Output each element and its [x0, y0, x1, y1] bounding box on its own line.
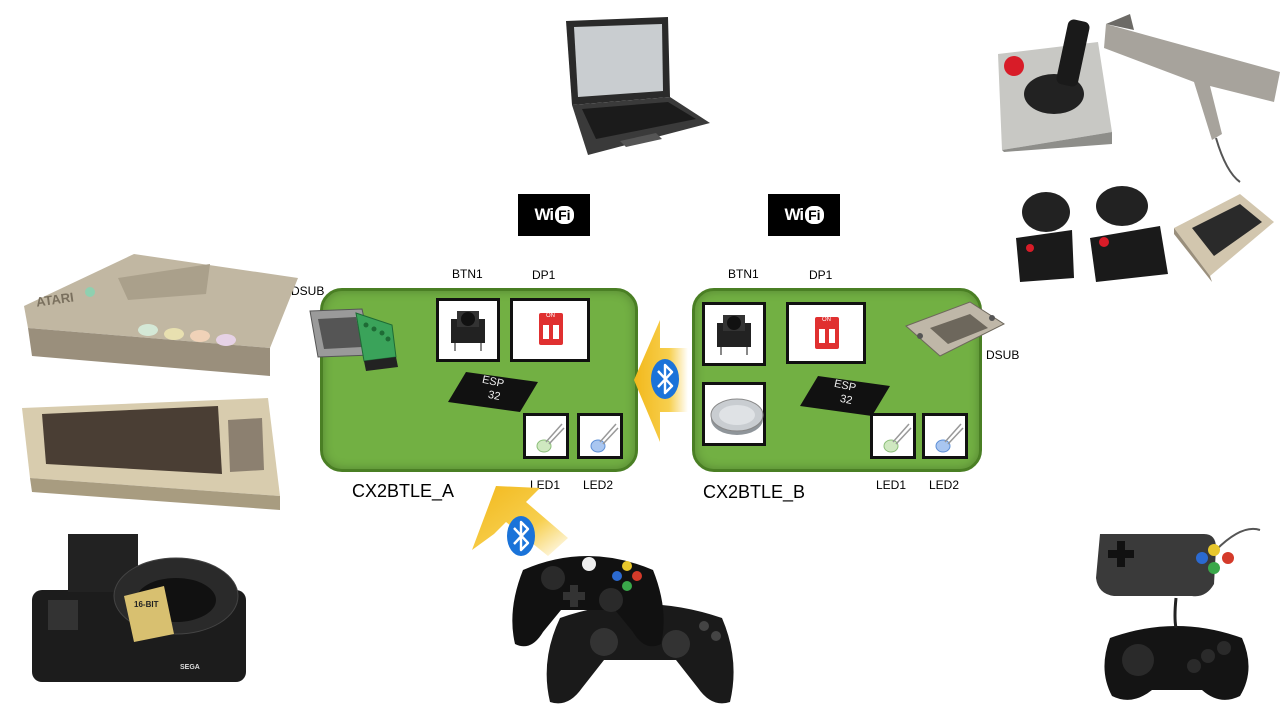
esp32-chip-b [800, 376, 890, 416]
dsub-connector-a [309, 308, 398, 371]
xbox-controller-image [512, 556, 664, 647]
btn1-label-b: BTN1 [728, 267, 759, 281]
genesis-sega-text: SEGA [180, 664, 200, 671]
atari-light-gun-image [1104, 14, 1280, 183]
led2-label-b: LED2 [929, 478, 960, 492]
chip-label-line2-b: 32 [838, 392, 854, 408]
dsub-label-b: DSUB [986, 348, 1020, 362]
led1-module-b [870, 413, 916, 459]
dip-switch-module-a: ON [510, 298, 590, 362]
dsub-connector-b [905, 301, 1006, 357]
dp1-label-b: DP1 [809, 268, 833, 282]
board-name-a: CX2BTLE_A [352, 481, 455, 501]
ps3-controller-image [546, 604, 734, 704]
led-green-icon [536, 423, 565, 453]
board-name-b: CX2BTLE_B [703, 482, 806, 502]
button-module-a [436, 298, 500, 362]
esp32-chip-a [448, 372, 538, 412]
button-module-b [702, 302, 766, 366]
atari-keypad-image [1174, 194, 1274, 282]
led1-module-a [523, 413, 569, 459]
coin-battery-icon [710, 398, 764, 435]
sega-genesis-image [32, 534, 246, 682]
commodore-64-image [22, 398, 280, 510]
dp1-label-a: DP1 [532, 268, 556, 282]
laptop-image [566, 17, 710, 155]
chip-label-line2-a: 32 [486, 388, 502, 404]
led1-label-b: LED1 [876, 478, 907, 492]
dip-switch-icon [539, 313, 563, 345]
led-green-icon [883, 423, 912, 453]
wifi-wi-text: Wi [784, 205, 804, 224]
wifi-logo-a: Wi Fi [518, 194, 590, 236]
led2-module-a [577, 413, 623, 459]
dsub-label-a: DSUB [291, 284, 325, 298]
led2-label-a: LED2 [583, 478, 614, 492]
atari-joystick-image [998, 19, 1112, 152]
genesis-16bit-text: 16-BIT [134, 600, 159, 609]
dip-switch-module-b: ON [786, 302, 866, 364]
bluetooth-icon [507, 516, 535, 556]
paddle-controllers-image [1016, 186, 1168, 282]
wifi-wi-text: Wi [534, 205, 554, 224]
atari-7800-image [24, 254, 298, 376]
dip-switch-icon [815, 317, 839, 349]
btn1-label-a: BTN1 [452, 267, 483, 281]
led2-module-b [922, 413, 968, 459]
tact-switch-icon [717, 315, 751, 355]
wifi-fi-text: Fi [555, 206, 574, 224]
wifi-logo-b: Wi Fi [768, 194, 840, 236]
wifi-fi-text: Fi [805, 206, 824, 224]
tact-switch-icon [451, 311, 485, 351]
bluetooth-icon [651, 359, 679, 399]
sega-cd-gamepad-image [1096, 528, 1261, 597]
led-blue-icon [935, 423, 964, 453]
sega-genesis-gamepad-image [1104, 597, 1249, 700]
led-blue-icon [590, 423, 619, 453]
dip-on-label: ON [822, 317, 831, 323]
battery-module-b [702, 382, 766, 446]
dip-on-label: ON [546, 313, 555, 319]
